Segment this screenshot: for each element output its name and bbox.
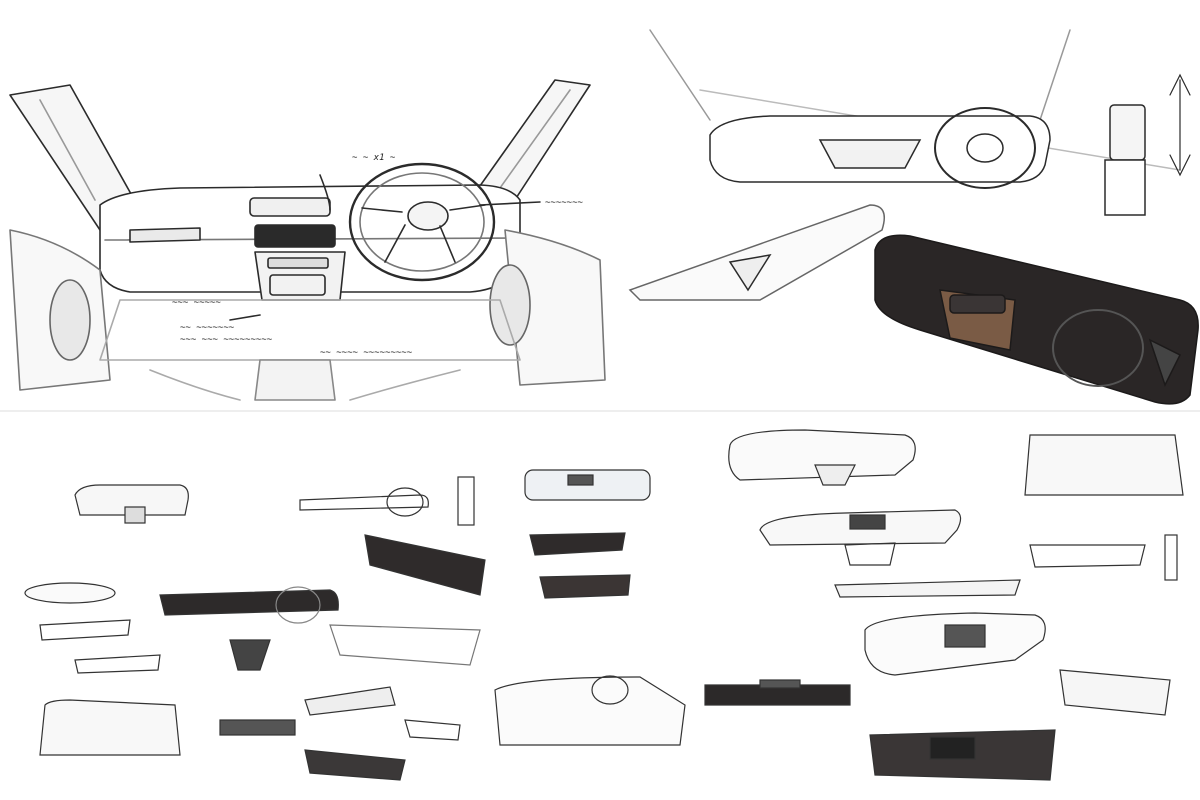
dashboard-concept-panel (620, 0, 1200, 410)
annotation-text: ~~~ ~~~~~ (172, 298, 221, 308)
interior-sketch-panel: ~ ~ x1 ~ ~~~~~~~ ~~~ ~~~~~ ~~ ~~~~~~~ ~~… (0, 0, 620, 410)
annotation-text: ~~ ~~~~~~~ (180, 323, 235, 333)
dashboard-concept (628, 29, 1199, 405)
annotation-text: ~~~ ~~~ ~~~~~~~~~ (180, 335, 273, 345)
sketch-grid-right (695, 415, 1200, 800)
annotation-text: ~~ ~~~~ ~~~~~~~~~ (320, 348, 413, 358)
sketch-thumbnails (704, 429, 1184, 781)
sketch-grid-left (0, 415, 690, 800)
annotation-text: ~~~~~~~ (545, 198, 584, 208)
sketch-thumbnails (24, 469, 686, 781)
annotation-text: ~ ~ x1 ~ (352, 153, 396, 163)
divider (0, 410, 1200, 412)
interior-sketch: ~ ~ x1 ~ ~~~~~~~ ~~~ ~~~~~ ~~ ~~~~~~~ ~~… (9, 79, 606, 401)
